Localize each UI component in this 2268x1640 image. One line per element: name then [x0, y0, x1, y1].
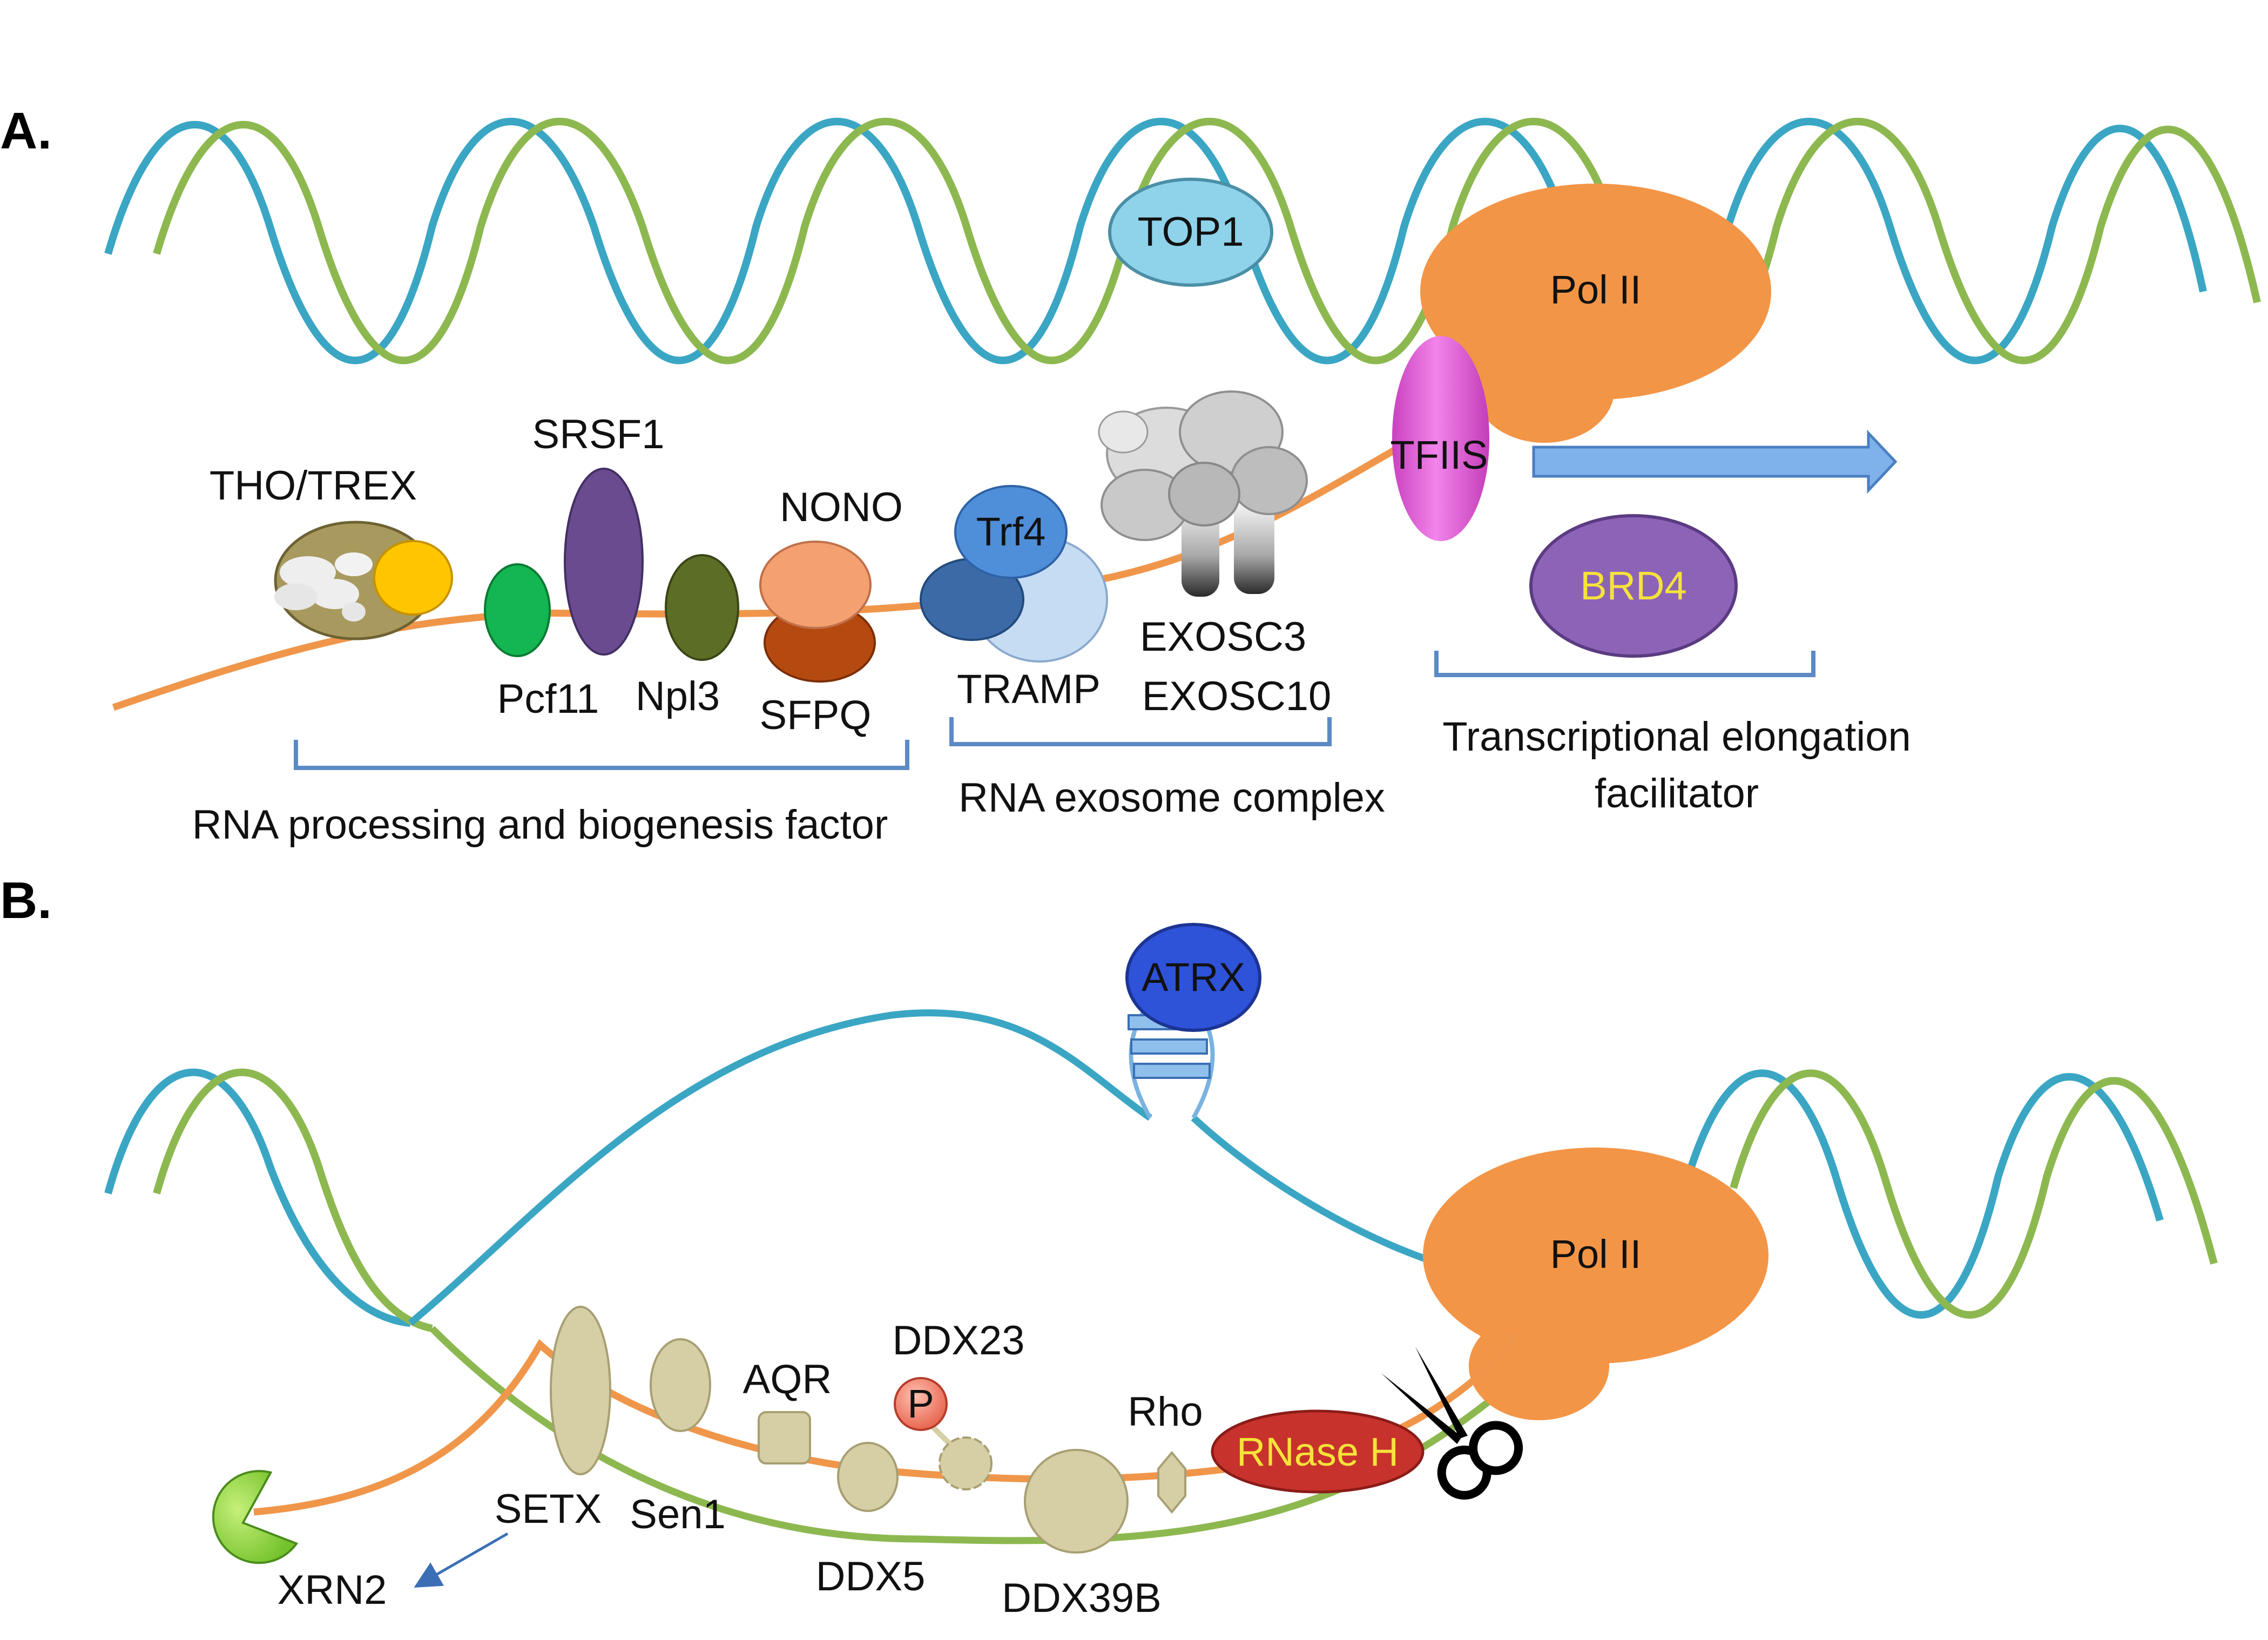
group-elongation-label-line2: facilitator: [1595, 771, 1759, 816]
rho-label: Rho: [1128, 1389, 1203, 1435]
exosc3-label: EXOSC3: [1140, 614, 1306, 660]
scissors-icon: [1381, 1346, 1523, 1500]
xrn2-label: XRN2: [278, 1567, 387, 1613]
nono-label: NONO: [780, 484, 903, 530]
top1-protein: [1108, 178, 1273, 287]
group-rna-processing-label: RNA processing and biogenesis factor: [192, 802, 888, 848]
rho-protein: [1157, 1450, 1186, 1514]
tfiis-protein: [1392, 336, 1489, 541]
panel-b-label: B.: [0, 872, 52, 929]
npl3-protein: [665, 554, 739, 661]
bracket-elongation: [1434, 651, 1815, 677]
dna-strand-green: [153, 118, 2261, 365]
dna-left-blue: [104, 1068, 411, 1327]
aqr-protein: [758, 1411, 811, 1464]
setx-protein: [550, 1306, 611, 1475]
dna-right-green: [1730, 1069, 2218, 1319]
tho-trex-label: THO/TREX: [210, 463, 417, 509]
tramp-label: TRAMP: [957, 666, 1101, 712]
nono-protein: [759, 541, 872, 629]
group-exosome-label: RNA exosome complex: [959, 775, 1385, 821]
atrx-label: ATRX: [1142, 955, 1245, 1000]
bracket-rna-processing: [294, 740, 909, 770]
ddx23-label: DDX23: [893, 1318, 1025, 1364]
pol2-body: [1420, 184, 1771, 400]
aqr-label: AQR: [743, 1356, 832, 1402]
rnase-h-label: RNase H: [1237, 1429, 1399, 1474]
brd4-protein: [1529, 514, 1738, 658]
pcf11-protein: [484, 563, 551, 657]
ddx23-protein: [939, 1436, 993, 1490]
setx-arrow: [414, 1532, 509, 1588]
dna-left-green: [153, 1068, 433, 1332]
panel-a: TOP1 Pol II TFIIS BRD4 THO/TREX Pcf11 SR: [104, 118, 2261, 848]
srsf1-label: SRSF1: [532, 411, 665, 457]
ddx39b-protein: [1024, 1449, 1129, 1554]
setx-label: SETX: [495, 1486, 602, 1532]
dna-strand-blue: [104, 118, 2207, 365]
phosphate-label: P: [907, 1381, 934, 1426]
ddx5-label: DDX5: [816, 1554, 926, 1599]
exosc10-label: EXOSC10: [1142, 673, 1332, 719]
ddx5-protein: [837, 1442, 899, 1512]
pol2-label: Pol II: [1550, 267, 1642, 312]
brd4-label: BRD4: [1580, 563, 1686, 608]
transcription-direction-arrow: [1532, 429, 1898, 494]
atrx-protein: [1125, 923, 1261, 1032]
pcf11-label: Pcf11: [497, 676, 599, 722]
tfiis-label: TFIIS: [1390, 433, 1488, 477]
xrn2-protein: [212, 1470, 299, 1564]
phosphate-icon: [894, 1377, 948, 1431]
displaced-strand: [408, 1009, 1459, 1326]
srsf1-protein: [564, 468, 644, 656]
pol2-label-b: Pol II: [1550, 1232, 1642, 1277]
dna-right-blue: [1681, 1069, 2164, 1319]
bracket-exosome: [949, 717, 1332, 746]
panel-b: ATRX Pol II XRN2 SETX Sen1 AQR DDX5 P DD…: [104, 923, 2218, 1621]
group-elongation-label-line1: Transcriptional elongation: [1442, 714, 1911, 760]
npl3-label: Npl3: [636, 673, 720, 719]
ddx39b-label: DDX39B: [1002, 1575, 1162, 1621]
exosome-complex: [1098, 390, 1308, 597]
tho-trex-complex: [274, 521, 453, 640]
top1-label: TOP1: [1137, 209, 1244, 255]
trf4-label: Trf4: [976, 509, 1046, 554]
panel-a-label: A.: [0, 102, 52, 160]
rnase-h-protein: [1211, 1409, 1425, 1494]
sen1-label: Sen1: [630, 1491, 726, 1537]
sfpq-label: SFPQ: [760, 692, 872, 738]
sen1-protein: [650, 1338, 711, 1432]
pol2-body-b: [1423, 1148, 1769, 1364]
tramp-complex: [920, 485, 1108, 663]
